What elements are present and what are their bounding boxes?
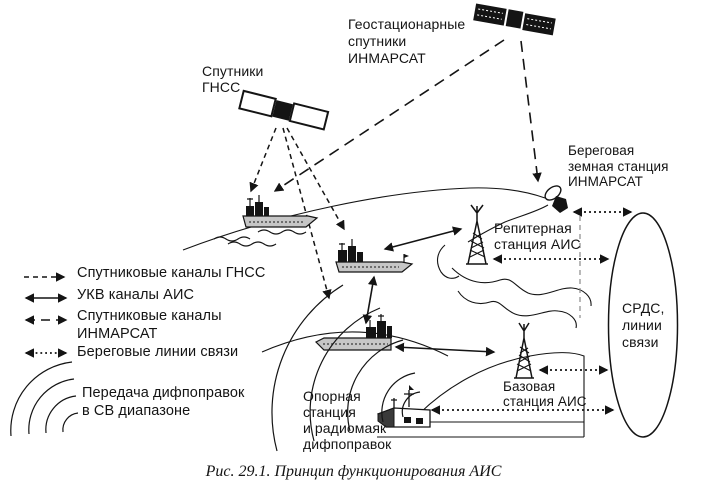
label-coast-earth-station: Береговая земная станция ИНМАРСАТ <box>568 143 669 189</box>
legend-label-vhf-ais: УКВ каналы АИС <box>77 287 195 303</box>
shore-link-lines <box>430 207 633 415</box>
base-station-tower-icon <box>514 322 534 379</box>
legend-label-dgps-broadcast: Передача дифпоправок в СВ диапазоне <box>82 385 245 419</box>
label-reference-station: Опорная станция и радиомаяк дифпоправок <box>303 388 392 452</box>
radio-waves-icon <box>271 284 421 452</box>
srds-ellipse <box>607 212 679 438</box>
legend-label-shore-links: Береговые линии связи <box>77 344 239 360</box>
legend-line-samples <box>10 272 79 437</box>
gnss-channel-lines <box>249 127 345 300</box>
inmarsat-satellite-icon <box>473 3 556 36</box>
ship-icon-2 <box>335 239 414 273</box>
label-gnss-satellites: Спутники ГНСС <box>202 63 264 95</box>
shore-terrain <box>377 352 585 438</box>
label-srds: СРДС, линии связи <box>622 300 665 350</box>
legend-label-gnss-channels: Спутниковые каналы ГНСС <box>77 265 266 281</box>
figure-caption: Рис. 29.1. Принцип функционирования АИС <box>205 463 502 480</box>
legend-label-inmarsat-channels: Спутниковые каналы ИНМАРСАТ <box>77 308 222 342</box>
water-waves <box>213 229 307 247</box>
coastline <box>436 204 592 329</box>
label-repeater-station: Репитерная станция АИС <box>494 220 581 252</box>
repeater-tower-icon <box>466 204 488 265</box>
label-base-station: Базовая станция АИС <box>503 379 587 409</box>
legend-radio-waves-icon <box>10 361 79 437</box>
ship-icon-1 <box>242 195 319 228</box>
label-inmarsat-satellites: Геостационарные спутники ИНМАРСАТ <box>348 16 466 66</box>
satellite-dish-icon <box>544 185 568 213</box>
vhf-ais-links <box>362 226 496 357</box>
inmarsat-channel-lines <box>273 39 542 192</box>
gnss-satellite-icon <box>238 89 330 131</box>
